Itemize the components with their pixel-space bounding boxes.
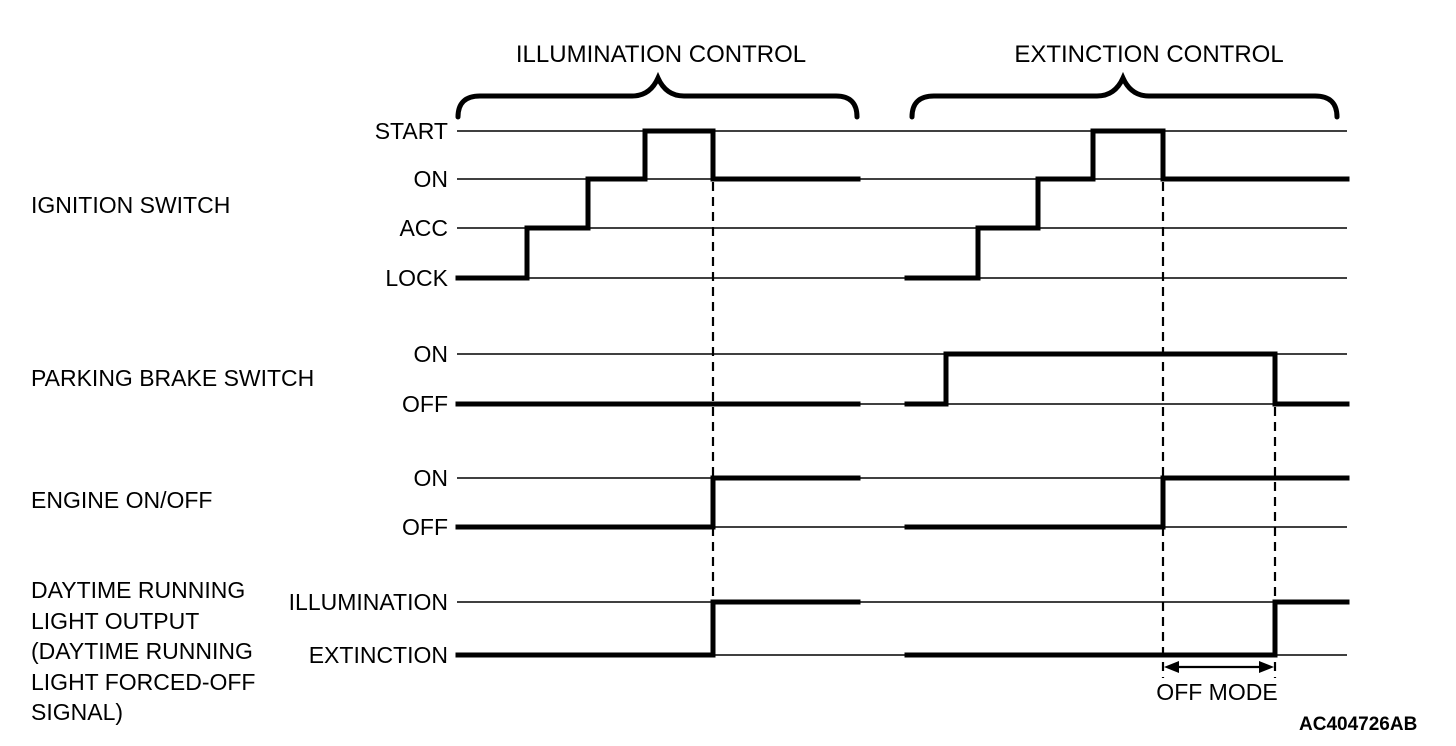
signal-name-engine-on-off: ENGINE ON/OFF bbox=[31, 487, 213, 513]
level-label-engine-off: OFF bbox=[402, 514, 448, 540]
level-label-parking-off: OFF bbox=[402, 391, 448, 417]
level-label-ignition-acc: ACC bbox=[399, 215, 448, 241]
level-label-engine-on: ON bbox=[413, 465, 449, 491]
level-label-parking-on: ON bbox=[413, 341, 449, 367]
drl-name-line-3: (DAYTIME RUNNING bbox=[31, 638, 253, 665]
drl-name-line-2: LIGHT OUTPUT bbox=[31, 607, 200, 634]
waveforms bbox=[455, 128, 1350, 658]
engine-waveform-left bbox=[455, 475, 861, 530]
drl-name-line-5: SIGNAL) bbox=[31, 699, 124, 726]
level-label-ignition-lock: LOCK bbox=[385, 265, 448, 291]
brace-extinction-control bbox=[909, 71, 1340, 120]
level-label-ignition-start: START bbox=[374, 118, 448, 144]
level-label-drl-illumination: ILLUMINATION bbox=[288, 589, 448, 615]
brace-illumination-control bbox=[455, 71, 860, 120]
signal-name-drl-output: DAYTIME RUNNING LIGHT OUTPUT (DAYTIME RU… bbox=[31, 575, 255, 728]
signal-name-parking-brake-switch: PARKING BRAKE SWITCH bbox=[31, 365, 315, 391]
drl-name-line-4: LIGHT FORCED-OFF bbox=[31, 668, 256, 695]
figure-code: AC404726AB bbox=[1299, 714, 1418, 735]
drl-name-line-1: DAYTIME RUNNING bbox=[31, 577, 246, 603]
parking-waveform-right bbox=[904, 351, 1350, 407]
section-title-illumination-control: ILLUMINATION CONTROL bbox=[515, 41, 807, 68]
drl-waveform-right bbox=[904, 599, 1350, 658]
level-label-drl-extinction: EXTINCTION bbox=[308, 642, 448, 668]
drl-waveform-left bbox=[455, 599, 861, 658]
signal-name-ignition-switch: IGNITION SWITCH bbox=[31, 192, 231, 218]
ignition-waveform-left bbox=[455, 128, 861, 281]
ignition-waveform-right bbox=[904, 128, 1350, 281]
section-title-extinction-control: EXTINCTION CONTROL bbox=[1014, 41, 1284, 68]
off-mode-arrowhead-left bbox=[1164, 661, 1179, 673]
section-braces bbox=[455, 71, 1340, 120]
level-label-ignition-on: ON bbox=[413, 166, 449, 192]
off-mode-arrow bbox=[1164, 661, 1274, 673]
off-mode-arrowhead-right bbox=[1259, 661, 1274, 673]
off-mode-label: OFF MODE bbox=[1156, 679, 1278, 705]
engine-waveform-right bbox=[904, 475, 1350, 530]
